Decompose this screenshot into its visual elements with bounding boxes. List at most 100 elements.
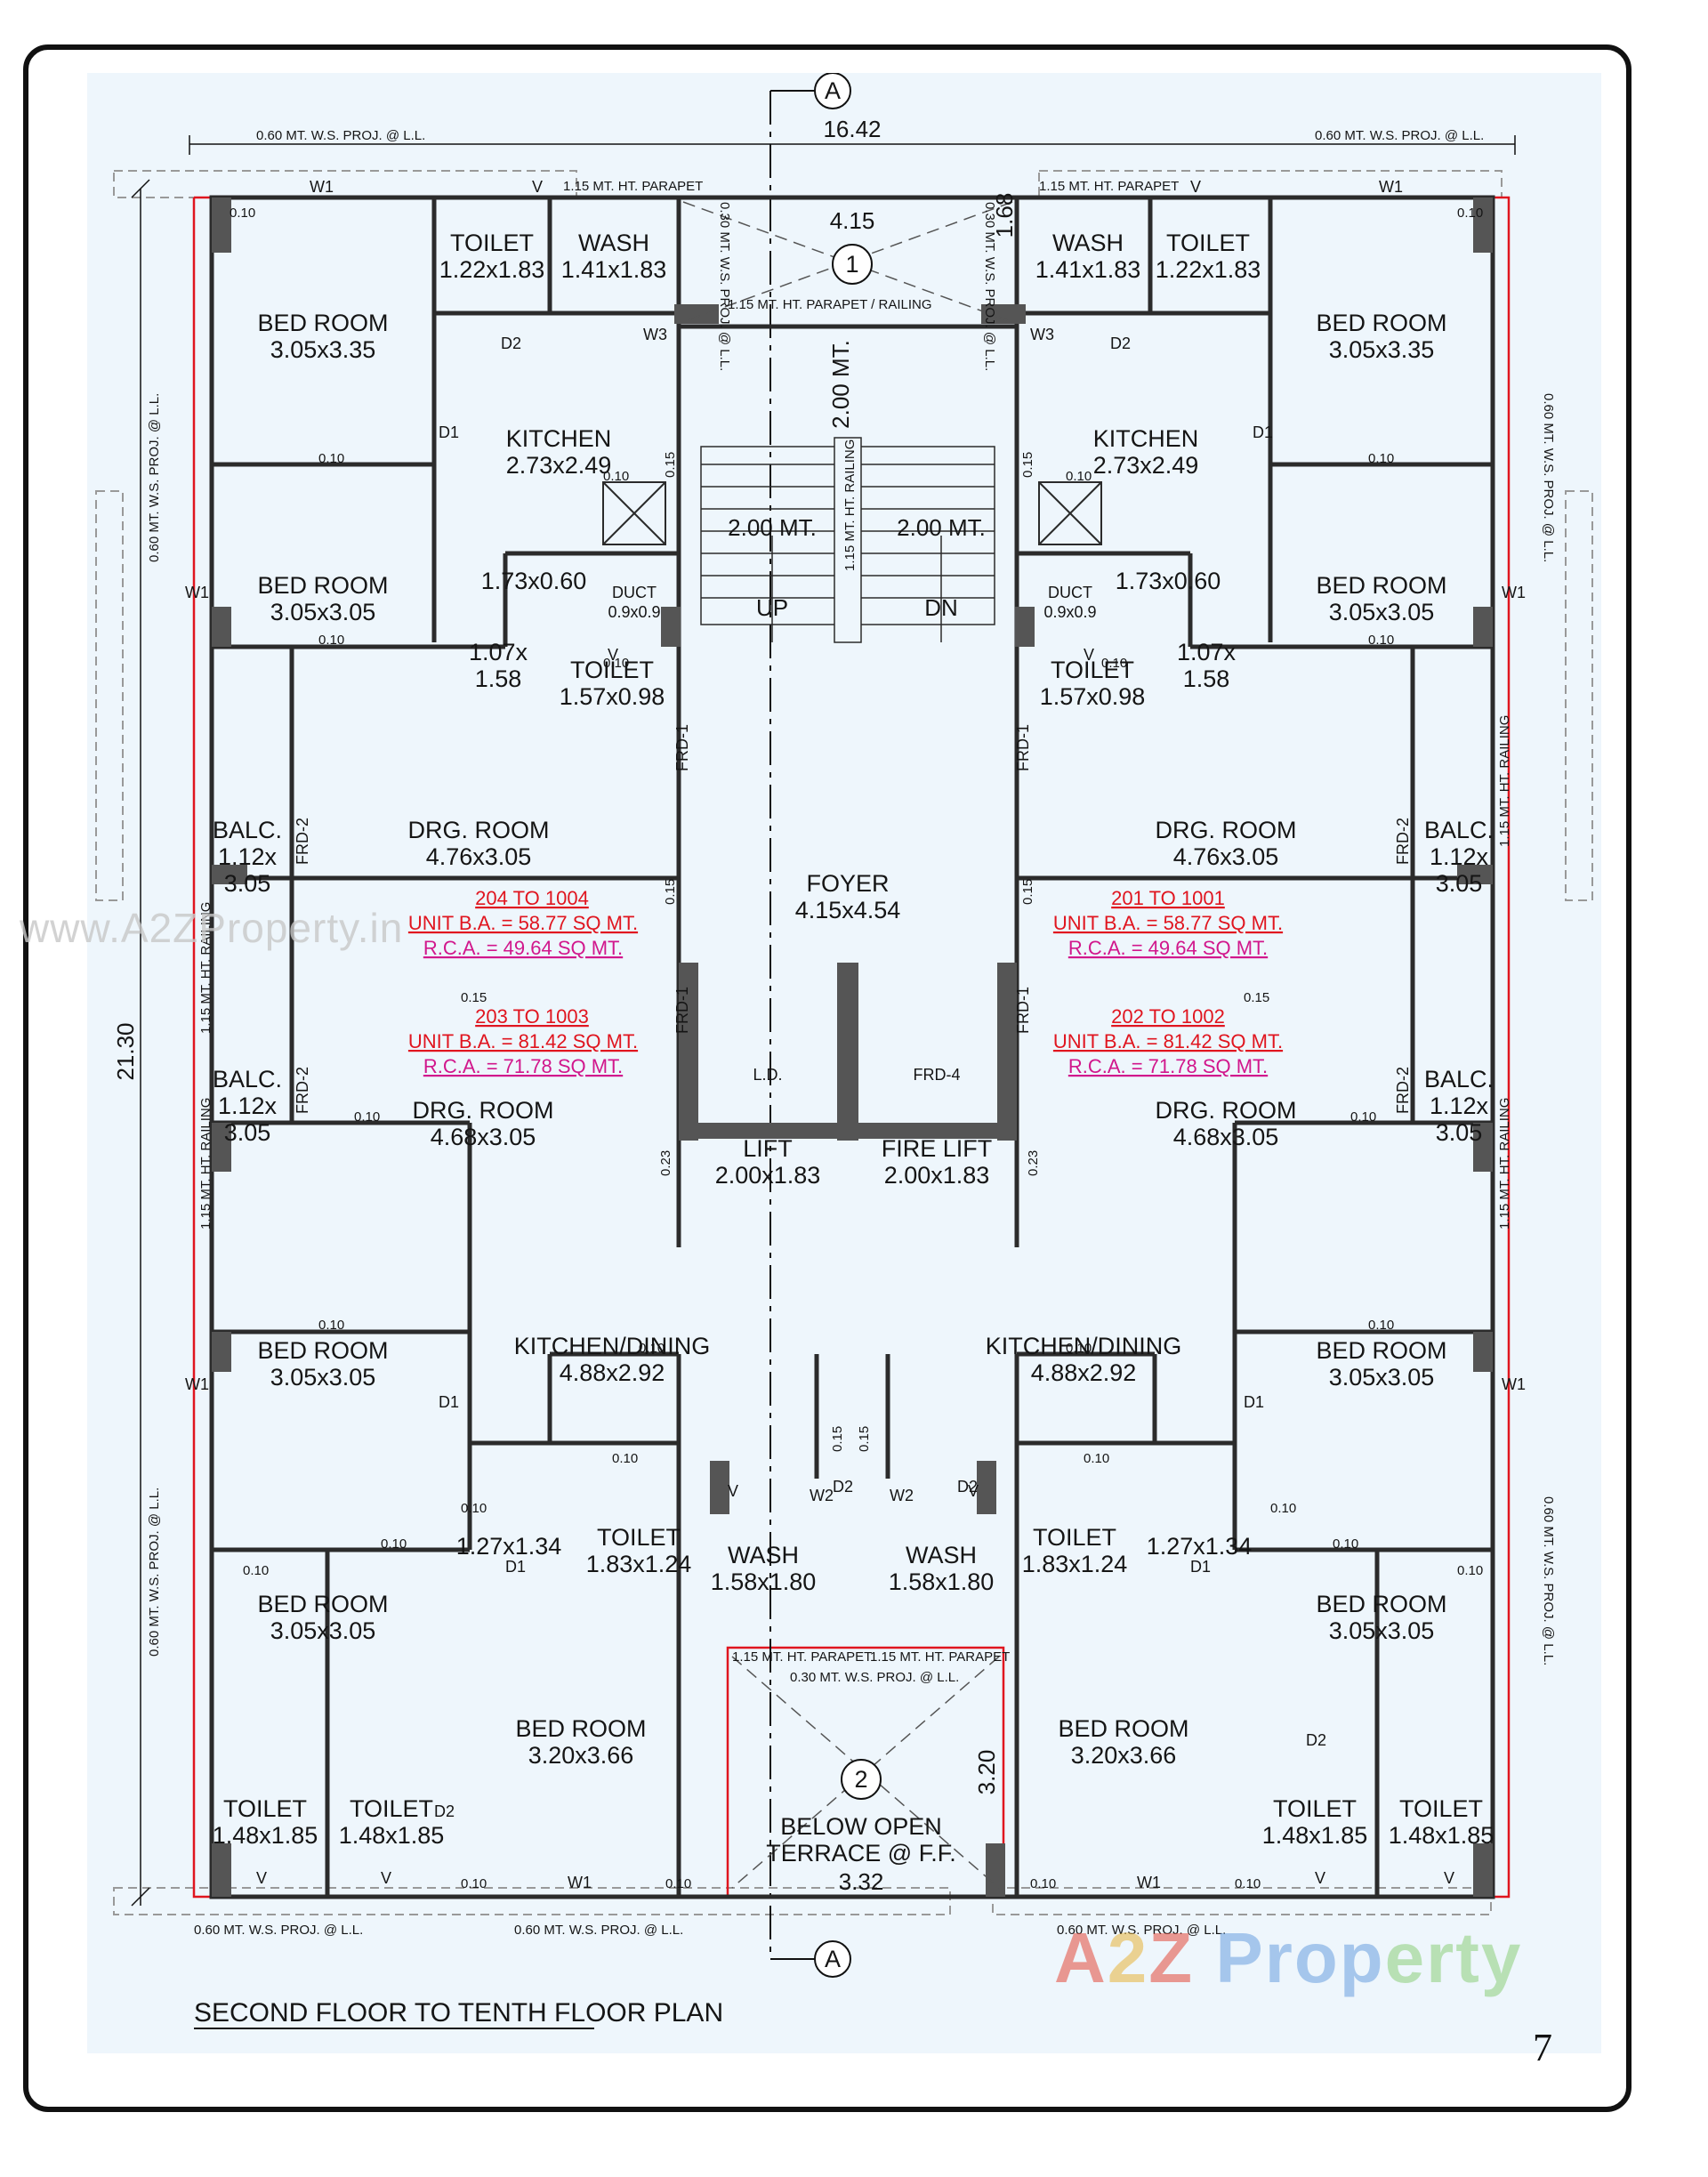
fire-lift-name: FIRE LIFT	[882, 1135, 993, 1162]
tag-010-n: 0.10	[1368, 1318, 1394, 1333]
kitchen-r-size: 2.73x2.49	[1093, 452, 1199, 479]
drg-bot-l-name: DRG. ROOM	[413, 1097, 554, 1124]
wash-top-l-size: 1.41x1.83	[561, 256, 667, 283]
tag-010-e: 0.10	[318, 633, 344, 648]
tag-d2-wl: D2	[833, 1478, 853, 1496]
railing-balc-l2: 1.15 MT. HT. RAILING	[198, 1098, 214, 1230]
pass-b-l-2: 1.58	[475, 665, 522, 692]
tag-d1-r: D1	[1253, 423, 1273, 441]
toilet-corner-l1-size: 1.48x1.85	[213, 1822, 318, 1849]
tag-v-tr: V	[1190, 178, 1201, 196]
pass-b-r-1: 1.07x	[1177, 639, 1237, 665]
toilet-corner-l2-name: TOILET	[350, 1795, 433, 1822]
balc-top-l-2: 1.12x	[218, 843, 278, 870]
right-labels: BED ROOM 3.05x3.35 TOILET 1.22x1.83 WASH…	[889, 230, 1494, 1849]
kd-l-size: 4.88x2.92	[560, 1359, 665, 1386]
wash-top-r-size: 1.41x1.83	[1035, 256, 1141, 283]
tag-010-d: 0.10	[1368, 451, 1394, 466]
proj-bottom-mid: 0.60 MT. W.S. PROJ. @ L.L.	[514, 1923, 683, 1938]
parapet-bottom-left: 1.15 MT. HT. PARAPET	[732, 1649, 872, 1665]
railing-balc-l1: 1.15 MT. HT. RAILING	[198, 902, 214, 1034]
ducts	[602, 481, 1102, 545]
bed-top-r-name: BED ROOM	[1316, 310, 1446, 336]
tag-w1-r2: W1	[1502, 1375, 1526, 1393]
tag-d1-lr: D1	[1244, 1393, 1264, 1411]
circle-1	[832, 244, 873, 285]
drg-bot-l-size: 4.68x3.05	[431, 1124, 536, 1150]
unit-2-ba: UNIT B.A. = 81.42 SQ MT.	[408, 1030, 638, 1052]
balc-bot-l-3: 3.05	[224, 1119, 271, 1146]
overall-width: 16.42	[823, 116, 881, 142]
bed-lower2-l-size: 3.05x3.05	[270, 1617, 376, 1644]
unit-1-range: 201 TO 1001	[1111, 887, 1225, 909]
pass-a-l: 1.73x0.60	[481, 568, 587, 594]
toilet-corner-r1-size: 1.48x1.85	[1262, 1822, 1368, 1849]
staircase	[700, 437, 995, 643]
flight-right: 2.00 MT.	[897, 514, 986, 541]
watermark-logo-erty: erty	[1384, 1918, 1523, 1997]
unit-areas: 204 TO 1004 UNIT B.A. = 58.77 SQ MT. R.C…	[408, 887, 1283, 1077]
wash-top-r-name: WASH	[1052, 230, 1124, 256]
parapet-railing: 1.15 MT. HT. PARAPET / RAILING	[728, 297, 932, 312]
tag-frd2-l2: FRD-2	[294, 1067, 311, 1114]
tag-023-r: 0.23	[1026, 1150, 1041, 1176]
bed-big-l-name: BED ROOM	[515, 1715, 646, 1742]
page-frame	[23, 44, 1631, 2112]
tag-frd1-r1: FRD-1	[1014, 724, 1032, 771]
tag-010-u: 0.10	[461, 1501, 487, 1516]
parapet-top-right: 1.15 MT. HT. PARAPET	[1039, 179, 1179, 194]
tag-w3-l: W3	[643, 326, 667, 343]
overall-depth: 21.30	[112, 1022, 139, 1080]
toilet-corner-r2-name: TOILET	[1399, 1795, 1483, 1822]
bed-lower2-l-name: BED ROOM	[257, 1591, 388, 1617]
toilet-top-l-name: TOILET	[450, 230, 534, 256]
tag-v-mr: V	[1084, 646, 1094, 664]
proj-side-right-top: 0.60 MT. W.S. PROJ. @ L.L.	[1541, 393, 1556, 562]
toilet-mid-r-size: 1.57x0.98	[1040, 683, 1146, 710]
section-marker-top: A	[825, 77, 841, 104]
tag-v-wl: V	[728, 1482, 738, 1500]
tag-v-br1: V	[1315, 1869, 1325, 1887]
unit-2-rca: R.C.A. = 71.78 SQ MT.	[423, 1055, 623, 1077]
tag-010-aa: 0.10	[243, 1563, 269, 1578]
left-labels: BED ROOM 3.05x3.35 TOILET 1.22x1.83 WASH…	[213, 230, 817, 1849]
bed-top-r-size: 3.05x3.35	[1329, 336, 1435, 363]
terrace-label-2: TERRACE @ F.F.	[766, 1840, 955, 1867]
railing-balc-r1: 1.15 MT. HT. RAILING	[1497, 715, 1512, 847]
bed-lower-l-size: 3.05x3.05	[270, 1364, 376, 1391]
unit-2-range: 203 TO 1003	[475, 1005, 589, 1028]
stair-dn: DN	[924, 594, 958, 621]
columns	[212, 198, 1493, 1897]
tag-frd1-r2: FRD-1	[1014, 987, 1032, 1034]
pass-b-l-1: 1.07x	[469, 639, 528, 665]
balc-bot-r-3: 3.05	[1436, 1119, 1483, 1146]
balc-bot-l-1: BALC.	[213, 1066, 282, 1093]
tag-frd2-r2: FRD-2	[1394, 1067, 1412, 1114]
flight-left: 2.00 MT.	[728, 514, 817, 541]
wash-top-l-name: WASH	[578, 230, 649, 256]
tag-010-w: 0.10	[665, 1876, 691, 1891]
tag-frd2-r1: FRD-2	[1394, 818, 1412, 865]
balc-top-r-3: 3.05	[1436, 870, 1483, 897]
tag-w1-br: W1	[1137, 1874, 1161, 1891]
toilet-low-l-name: TOILET	[597, 1524, 681, 1551]
tag-010-t: 0.10	[1333, 1536, 1358, 1552]
watermark-logo-2: 2	[1107, 1918, 1149, 1997]
toilet-low-r-name: TOILET	[1033, 1524, 1116, 1551]
tag-w1-tl: W1	[310, 178, 334, 196]
stair-landing: 2.00 MT.	[827, 340, 854, 429]
tag-d2-br: D2	[1306, 1731, 1326, 1749]
unit-3-range: 202 TO 1002	[1111, 1005, 1225, 1028]
tag-d2-l: D2	[501, 335, 521, 352]
tag-w2-l: W2	[810, 1487, 834, 1504]
drg-top-r-name: DRG. ROOM	[1156, 817, 1297, 843]
watermark-logo: A2Z Property	[1054, 1917, 1522, 1999]
toilet-mid-r-name: TOILET	[1051, 657, 1134, 683]
lift-size: 2.00x1.83	[715, 1162, 821, 1189]
top-void-depth: 1.68	[991, 193, 1018, 238]
tag-w3-r: W3	[1030, 326, 1054, 343]
tag-015-dl: 0.15	[663, 879, 678, 905]
pass-b-r-2: 1.58	[1183, 665, 1230, 692]
tag-w1-l2: W1	[185, 1375, 209, 1393]
drg-bot-r-name: DRG. ROOM	[1156, 1097, 1297, 1124]
